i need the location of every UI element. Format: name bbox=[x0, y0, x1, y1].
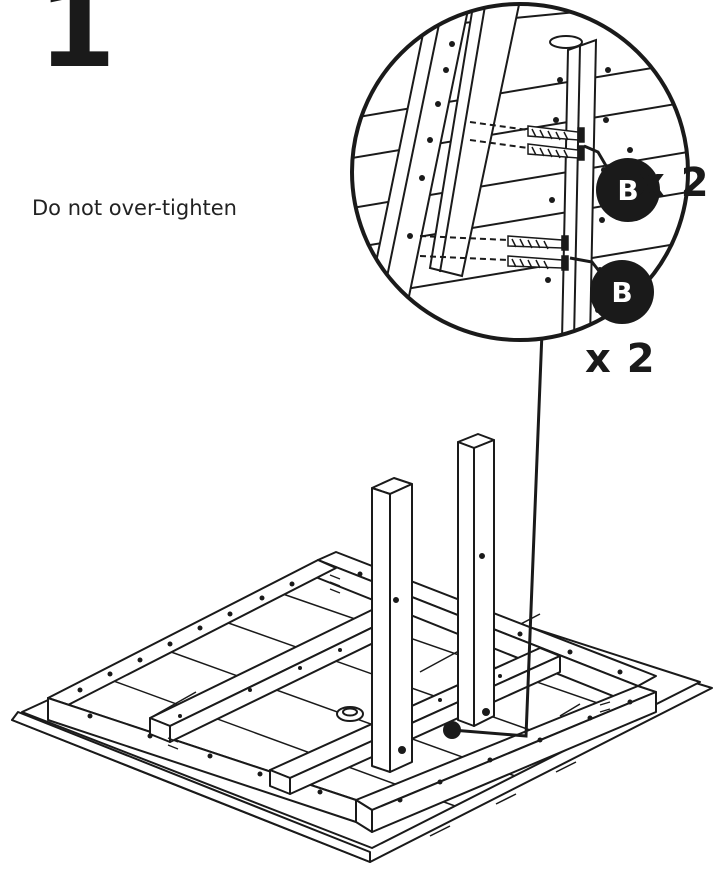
quantity-label-lower: x 2 bbox=[585, 336, 656, 382]
instruction-note: Do not over-tighten bbox=[32, 196, 237, 220]
part-b-badge-lower: B bbox=[590, 260, 654, 324]
table-leg-right bbox=[457, 433, 495, 727]
screw-b-lower-pair bbox=[507, 235, 569, 271]
step-number: 1 bbox=[38, 0, 116, 93]
part-b-label-lower: B bbox=[611, 276, 632, 309]
table-leg-left bbox=[371, 477, 413, 773]
zoom-anchor-dot bbox=[443, 721, 461, 739]
detail-zoom-view bbox=[350, 2, 690, 342]
part-b-label-upper: B bbox=[617, 174, 638, 207]
part-b-badge-upper: B bbox=[596, 158, 660, 222]
quantity-label-upper: x 2 bbox=[639, 160, 710, 206]
screw-b-upper-pair bbox=[527, 125, 585, 161]
zoom-leader-line bbox=[451, 331, 544, 738]
